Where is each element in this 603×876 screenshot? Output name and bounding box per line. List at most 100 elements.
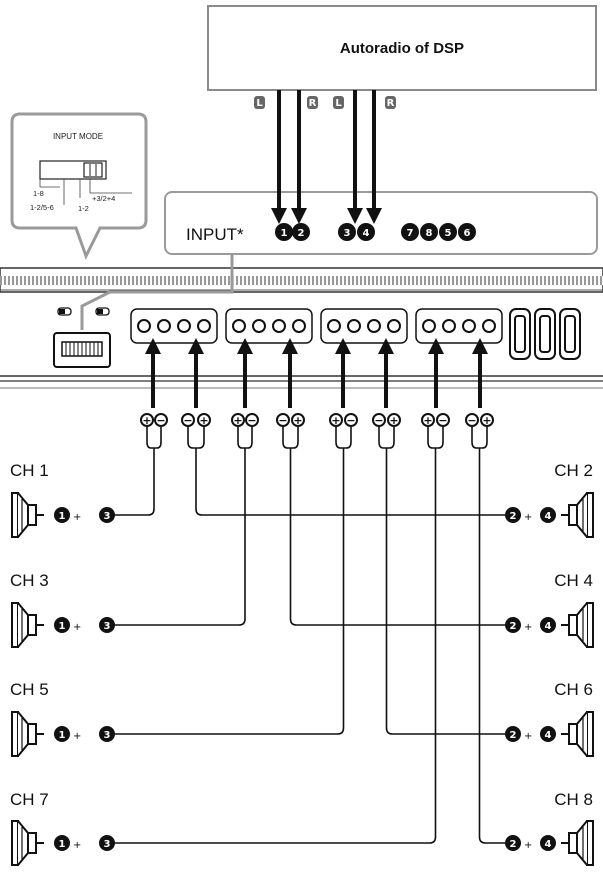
sign-ch3: + bbox=[73, 622, 81, 633]
speaker-icon-ch7 bbox=[11, 820, 44, 866]
polarity-terminal bbox=[197, 413, 211, 427]
amplifier-unit bbox=[0, 254, 603, 389]
speaker-icon-ch1 bbox=[11, 492, 44, 538]
input-badge-5: 5 bbox=[445, 228, 452, 239]
polarity-sign: + bbox=[293, 414, 302, 427]
terminal-bracket bbox=[471, 427, 488, 449]
terminal-bracket bbox=[237, 427, 253, 449]
channel-label-7: CH 7 bbox=[10, 790, 49, 809]
terminal-badge-b-ch8: 4 bbox=[545, 839, 552, 850]
input-mode-title: INPUT MODE bbox=[53, 132, 103, 141]
speaker-icon-ch4 bbox=[561, 602, 594, 648]
terminal-block-1 bbox=[130, 308, 218, 344]
source-box bbox=[207, 5, 597, 91]
channel-label-1: CH 1 bbox=[10, 461, 49, 480]
channel-label-4: CH 4 bbox=[554, 571, 593, 590]
terminal-badge-a-ch6-bg bbox=[505, 726, 521, 742]
polarity-sign: − bbox=[374, 414, 383, 427]
input-badge-2: 2 bbox=[298, 228, 305, 239]
label-badge-l1 bbox=[254, 96, 265, 109]
terminal-badge-b-ch1: 3 bbox=[104, 511, 111, 522]
polarity-sign: − bbox=[278, 414, 287, 427]
speaker-icon-ch6 bbox=[561, 711, 594, 757]
terminal-badge-b-ch3-bg bbox=[99, 617, 115, 633]
mode-option-1-2: 1-2 bbox=[78, 204, 89, 213]
input-mode-bubble bbox=[10, 112, 148, 260]
terminal-badge-a-ch7-bg bbox=[54, 835, 70, 851]
polarity-terminal bbox=[329, 413, 343, 427]
polarity-sign: − bbox=[346, 414, 355, 427]
polarity-sign: + bbox=[331, 414, 340, 427]
terminal-badge-a-ch5-bg bbox=[54, 726, 70, 742]
polarity-terminal bbox=[465, 413, 479, 427]
terminal-block-3 bbox=[320, 308, 408, 344]
label-badge-l2 bbox=[333, 96, 344, 109]
polarity-sign: + bbox=[233, 414, 242, 427]
terminal-badge-a-ch4-bg bbox=[505, 617, 521, 633]
sign-ch2: + bbox=[524, 512, 532, 523]
terminal-bracket bbox=[335, 427, 352, 449]
terminal-bracket bbox=[187, 427, 205, 449]
source-unit: Autoradio of DSP bbox=[207, 5, 597, 91]
input-panel-label: INPUT* bbox=[186, 225, 244, 244]
polarity-terminals: +−−++−−++−−++−−+ bbox=[140, 413, 494, 427]
wire-ch3 bbox=[115, 448, 246, 626]
input-mode-switch-knob[interactable] bbox=[83, 162, 103, 178]
channel-label-5: CH 5 bbox=[10, 680, 49, 699]
polarity-terminal bbox=[231, 413, 245, 427]
polarity-terminal bbox=[436, 413, 450, 427]
speakers: CH 11+3CH 22+4CH 31+3CH 42+4CH 51+3CH 62… bbox=[10, 461, 594, 866]
polarity-sign: − bbox=[156, 414, 165, 427]
polarity-sign: + bbox=[423, 414, 432, 427]
terminal-badge-b-ch4: 4 bbox=[545, 621, 552, 632]
terminal-badge-a-ch3-bg bbox=[54, 617, 70, 633]
sign-ch6: + bbox=[524, 731, 532, 742]
terminal-badge-a-ch8: 2 bbox=[510, 839, 517, 850]
terminal-bracket bbox=[146, 427, 162, 449]
terminal-badge-a-ch4: 2 bbox=[510, 621, 517, 632]
mode-option-1-2-5-6: 1-2/5-6 bbox=[30, 203, 54, 212]
terminal-badge-b-ch8-bg bbox=[540, 835, 556, 851]
terminal-badge-a-ch3: 1 bbox=[59, 621, 66, 632]
channel-label-2: CH 2 bbox=[554, 461, 593, 480]
polarity-terminal bbox=[421, 413, 435, 427]
power-terminals bbox=[509, 308, 581, 360]
terminal-badge-a-ch1-bg bbox=[54, 507, 70, 523]
terminal-badge-a-ch8-bg bbox=[505, 835, 521, 851]
polarity-sign: − bbox=[247, 414, 256, 427]
output-arrows bbox=[145, 338, 488, 408]
polarity-terminal bbox=[344, 413, 358, 427]
wire-ch8 bbox=[478, 448, 505, 844]
speaker-icon-ch8 bbox=[561, 820, 594, 866]
sign-ch8: + bbox=[524, 840, 532, 851]
input-mode-callout: INPUT MODE 1-8 1-2/5-6 1-2 +3/2+4 bbox=[10, 112, 148, 260]
terminal-badge-b-ch4-bg bbox=[540, 617, 556, 633]
polarity-terminal bbox=[181, 413, 195, 427]
input-badge-4: 4 bbox=[363, 228, 370, 239]
sign-ch1: + bbox=[73, 512, 81, 523]
polarity-terminal bbox=[154, 413, 168, 427]
wire-ch4 bbox=[289, 448, 505, 626]
mode-option-3-2-4: +3/2+4 bbox=[92, 194, 115, 203]
terminal-bracket bbox=[282, 427, 299, 449]
wire-ch6 bbox=[385, 448, 505, 735]
polarity-sign: − bbox=[438, 414, 447, 427]
mode-option-1-8: 1-8 bbox=[33, 189, 44, 198]
channel-label-8: CH 8 bbox=[554, 790, 593, 809]
terminal-badge-a-ch2: 2 bbox=[510, 511, 517, 522]
input-badge-1: 1 bbox=[281, 228, 288, 239]
polarity-terminal bbox=[276, 413, 290, 427]
polarity-sign: − bbox=[183, 414, 192, 427]
polarity-terminal bbox=[387, 413, 401, 427]
terminal-bracket bbox=[378, 427, 395, 449]
terminal-badge-b-ch2: 4 bbox=[545, 511, 552, 522]
sign-ch5: + bbox=[73, 731, 81, 742]
label-l1: L bbox=[256, 98, 263, 109]
terminal-bracket bbox=[427, 427, 444, 449]
source-title: Autoradio of DSP bbox=[340, 40, 464, 57]
label-badge-r2 bbox=[385, 96, 396, 109]
input-badge-3: 3 bbox=[344, 228, 351, 239]
polarity-terminal bbox=[372, 413, 386, 427]
polarity-terminal bbox=[480, 413, 494, 427]
polarity-terminal bbox=[140, 413, 154, 427]
